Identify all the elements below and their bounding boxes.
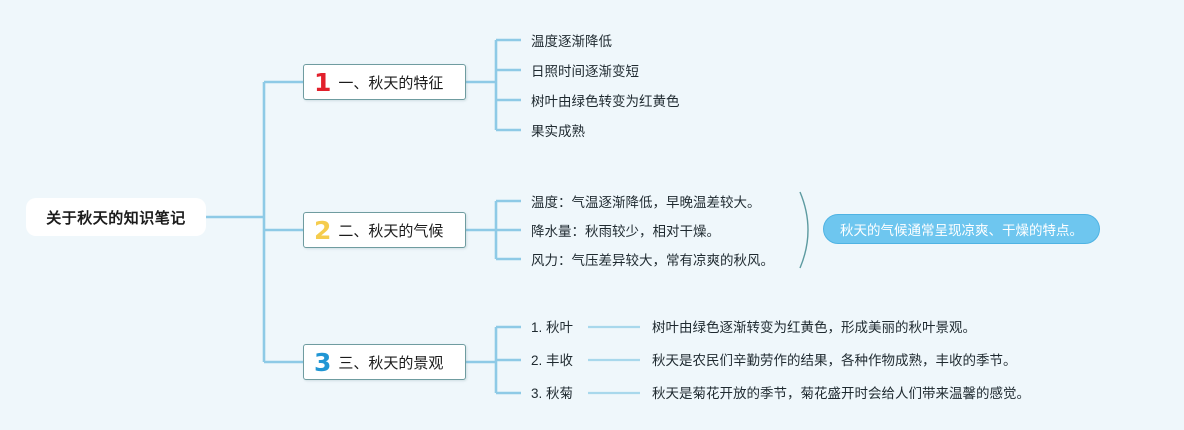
leaf-item: 温度：气温逐渐降低，早晚温差较大。	[531, 195, 761, 210]
branch-title-3: 三、秋天的景观	[338, 354, 444, 372]
branch-number-2: 2	[314, 215, 332, 245]
leaf-item: 果实成熟	[531, 124, 585, 139]
branch-title-1: 一、秋天的特征	[338, 74, 444, 92]
branch-title-2: 二、秋天的气候	[338, 222, 444, 240]
leaf-item: 降水量：秋雨较少，相对干燥。	[531, 224, 720, 239]
climate-summary-callout[interactable]: 秋天的气候通常呈现凉爽、干燥的特点。	[823, 214, 1100, 244]
landscape-row-desc: 树叶由绿色逐渐转变为红黄色，形成美丽的秋叶景观。	[652, 320, 976, 335]
callout-text: 秋天的气候通常呈现凉爽、干燥的特点。	[840, 223, 1083, 238]
landscape-row-desc: 秋天是菊花开放的季节，菊花盛开时会给人们带来温馨的感觉。	[652, 386, 1030, 401]
landscape-row-label: 3. 秋菊	[531, 386, 574, 401]
branch-number-3: 3	[314, 347, 332, 377]
root-node[interactable]: 关于秋天的知识笔记	[30, 202, 202, 232]
branch-number-1: 1	[314, 67, 332, 97]
branch-node-2[interactable]: 2 二、秋天的气候	[303, 212, 466, 248]
landscape-row-desc: 秋天是农民们辛勤劳作的结果，各种作物成熟，丰收的季节。	[652, 353, 1017, 368]
landscape-row-label: 2. 丰收	[531, 353, 574, 368]
leaf-item: 树叶由绿色转变为红黄色	[531, 94, 680, 109]
root-label: 关于秋天的知识笔记	[46, 209, 186, 227]
branch-node-1[interactable]: 1 一、秋天的特征	[303, 64, 466, 100]
landscape-row-label: 1. 秋叶	[531, 320, 574, 335]
branch-node-3[interactable]: 3 三、秋天的景观	[303, 344, 466, 380]
leaf-item: 风力：气压差异较大，常有凉爽的秋风。	[531, 253, 774, 268]
leaf-item: 日照时间逐渐变短	[531, 64, 639, 79]
leaf-item: 温度逐渐降低	[531, 34, 612, 49]
